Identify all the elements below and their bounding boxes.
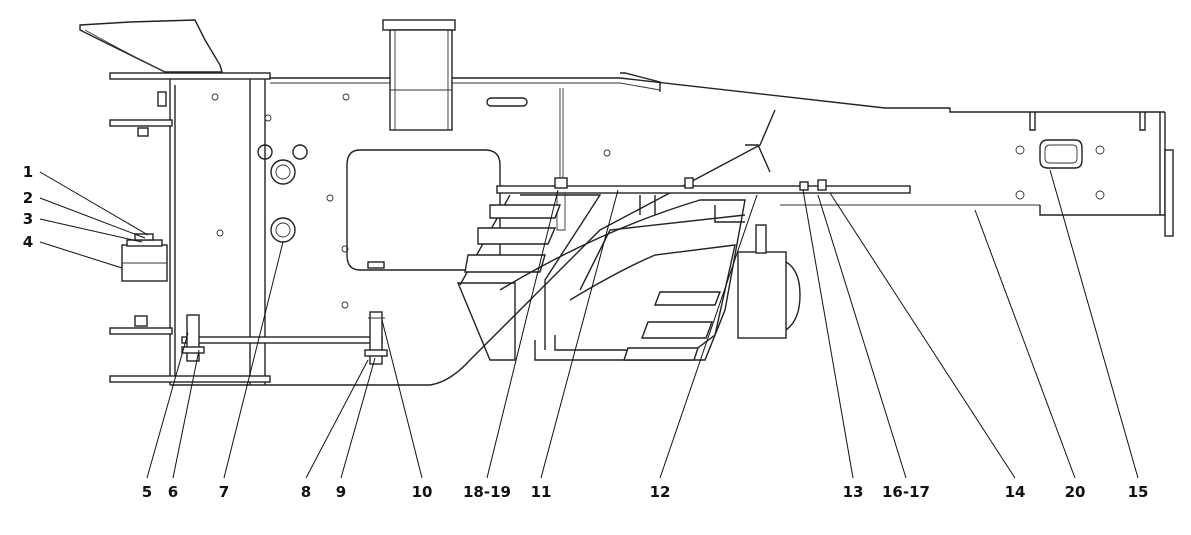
callout-12: 12 — [650, 483, 671, 501]
box-component — [737, 224, 801, 339]
callout-16-17: 16-17 — [882, 483, 930, 501]
right-end-detail — [1015, 139, 1105, 200]
bottom-pins — [181, 311, 388, 365]
callout-6: 6 — [168, 483, 178, 501]
callout-9: 9 — [336, 483, 346, 501]
callout-15: 15 — [1128, 483, 1149, 501]
callout-4: 4 — [23, 233, 33, 251]
callout-labels: 1 2 3 4 5 6 7 8 9 10 18-19 11 12 13 16-1… — [23, 163, 1149, 501]
callout-11: 11 — [531, 483, 552, 501]
callout-3: 3 — [23, 210, 33, 228]
step-assembly — [456, 144, 771, 361]
callout-14: 14 — [1005, 483, 1026, 501]
left-pivot-cluster — [121, 233, 168, 282]
callout-2: 2 — [23, 189, 33, 207]
callout-20: 20 — [1065, 483, 1086, 501]
callout-18-19: 18-19 — [463, 483, 511, 501]
callout-1: 1 — [23, 163, 33, 181]
leader-lines — [39, 169, 1139, 479]
callout-13: 13 — [843, 483, 864, 501]
callout-8: 8 — [301, 483, 311, 501]
callout-10: 10 — [412, 483, 433, 501]
frame-body — [79, 19, 1174, 386]
callout-7: 7 — [219, 483, 229, 501]
top-column — [382, 19, 528, 131]
callout-5: 5 — [142, 483, 152, 501]
long-rail — [496, 88, 911, 231]
